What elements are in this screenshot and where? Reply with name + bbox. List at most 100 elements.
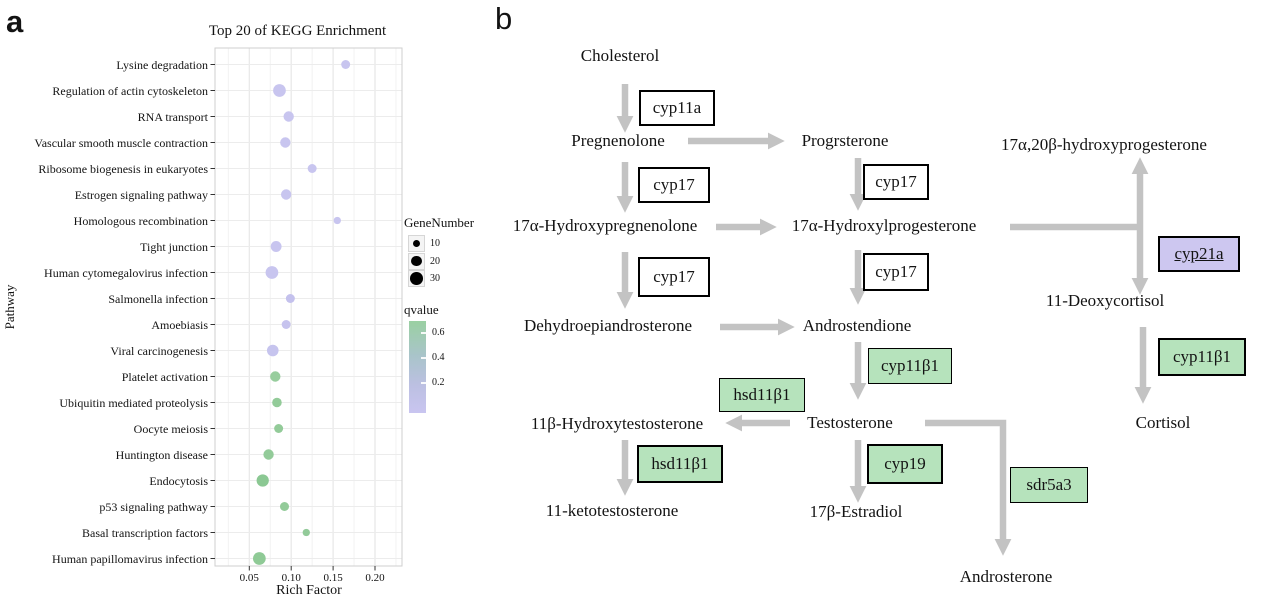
- legend-size-dot: [411, 255, 422, 267]
- compound-label: 11-ketotestosterone: [545, 501, 679, 520]
- qvalue-tick-label: 0.2: [432, 377, 445, 388]
- enzyme-box: cyp11β1: [868, 348, 952, 384]
- chart-dots: [253, 60, 351, 565]
- chart-dot: [273, 84, 286, 97]
- enzyme-label: cyp17: [875, 172, 917, 191]
- y-axis-tick-label: Tight junction: [140, 239, 208, 254]
- y-axis-tick-label: Human cytomegalovirus infection: [44, 265, 208, 280]
- compound-label: Androstendione: [802, 316, 912, 335]
- chart-dot: [270, 241, 282, 252]
- y-axis-tick-label: Regulation of actin cytoskeleton: [52, 83, 208, 98]
- compound-label: Cholesterol: [580, 46, 660, 65]
- enzyme-box: hsd11β1: [637, 445, 723, 483]
- pathway-arrows: [616, 84, 1152, 556]
- y-axis-tick-label: Oocyte meiosis: [133, 421, 208, 436]
- compound-label: 11β-Hydroxytestosterone: [530, 414, 704, 433]
- chart-axis-ticks: [210, 64, 376, 571]
- legend-size-value: 30: [430, 273, 440, 284]
- x-axis-title: Rich Factor: [276, 583, 342, 598]
- enzyme-box: cyp17: [638, 167, 710, 203]
- y-axis-tick-label: Amoebiasis: [151, 317, 208, 332]
- chart-dot: [280, 137, 291, 148]
- legend-size-key: [408, 252, 425, 270]
- legend-size-dot: [410, 272, 423, 285]
- enzyme-box: cyp11β1: [1158, 338, 1246, 376]
- qvalue-tick-label: 0.6: [432, 327, 445, 338]
- y-axis-tick-label: Basal transcription factors: [82, 525, 208, 540]
- chart-dot: [280, 189, 292, 200]
- enzyme-label: cyp11a: [652, 98, 702, 117]
- chart-title: Top 20 of KEGG Enrichment: [208, 23, 387, 39]
- compound-label: Dehydroepiandrosterone: [523, 316, 693, 335]
- chart-dot: [270, 371, 281, 382]
- chart-dot: [281, 320, 291, 329]
- enzyme-label: hsd11β1: [733, 385, 791, 404]
- chart-dot: [266, 344, 279, 357]
- enzyme-box: cyp19: [867, 444, 943, 484]
- chart-dot: [265, 266, 279, 279]
- enzyme-box: cyp17: [863, 164, 929, 200]
- enzyme-label: cyp11β1: [880, 356, 940, 375]
- chart-dot: [274, 424, 284, 433]
- chart-dot: [253, 552, 266, 565]
- legend-size-value: 10: [430, 238, 440, 249]
- compound-label: Cortisol: [1135, 413, 1191, 432]
- enzyme-label: cyp19: [884, 454, 926, 473]
- enzyme-label: cyp17: [653, 175, 695, 194]
- legend-size-key: [408, 235, 425, 252]
- qvalue-gradient-bar: [409, 321, 426, 413]
- compound-label: 17α-Hydroxypregnenolone: [512, 216, 698, 235]
- enzyme-label: cyp17: [653, 267, 695, 286]
- chart-dot: [280, 502, 289, 511]
- enzyme-label: cyp11β1: [1172, 347, 1232, 366]
- enzyme-label: cyp21a: [1174, 244, 1224, 263]
- y-axis-tick-label: p53 signaling pathway: [99, 499, 208, 514]
- legend-size-key: [408, 270, 425, 287]
- chart-gridlines: [214, 47, 403, 567]
- enzyme-box: cyp17: [638, 257, 710, 297]
- y-axis-tick-label: Homologous recombination: [73, 213, 208, 228]
- legend-size-title: GeneNumber: [404, 215, 475, 230]
- compound-label: Progrsterone: [801, 131, 889, 150]
- enzyme-label: sdr5a3: [1026, 475, 1072, 494]
- y-axis-tick-label: Platelet activation: [121, 369, 208, 384]
- y-axis-tick-label: Huntington disease: [115, 447, 208, 462]
- x-axis-tick-label: 0.15: [323, 572, 343, 584]
- y-axis-tick-label: Human papillomavirus infection: [52, 551, 208, 566]
- y-axis-tick-label: Lysine degradation: [116, 57, 208, 72]
- chart-dot: [263, 449, 274, 460]
- enzyme-label: hsd11β1: [651, 454, 709, 473]
- compound-label: 11-Deoxycortisol: [1045, 291, 1165, 310]
- chart-dot: [333, 216, 341, 225]
- legend-size-dot: [412, 239, 421, 248]
- enzyme-label: cyp17: [875, 262, 917, 281]
- compound-label: 17α-Hydroxylprogesterone: [791, 216, 977, 235]
- chart-dot: [272, 397, 282, 408]
- y-axis-tick-label: Salmonella infection: [108, 291, 208, 306]
- y-axis-tick-label: RNA transport: [137, 109, 208, 124]
- chart-dot: [341, 60, 351, 69]
- chart-dot: [285, 294, 295, 303]
- x-axis-tick-label: 0.10: [281, 572, 301, 584]
- enzyme-box: cyp21a: [1158, 236, 1240, 272]
- chart-dot: [307, 164, 317, 173]
- x-axis-tick-label: 0.05: [239, 572, 259, 584]
- y-axis-tick-label: Vascular smooth muscle contraction: [34, 135, 208, 150]
- x-axis-tick-label: 0.20: [365, 572, 385, 584]
- chart-dot: [283, 111, 294, 122]
- qvalue-tick-label: 0.4: [432, 352, 445, 363]
- panel-b-label: b: [495, 1, 513, 36]
- compound-label: Androsterone: [959, 567, 1053, 586]
- legend-color-title: qvalue: [404, 302, 439, 317]
- legend-size-value: 20: [430, 255, 440, 267]
- compound-label: 17β-Estradiol: [809, 502, 903, 521]
- enzyme-box: cyp11a: [639, 90, 715, 126]
- enzyme-box: cyp17: [863, 253, 929, 291]
- compound-label: Testosterone: [807, 413, 893, 432]
- compound-label: Pregnenolone: [571, 131, 665, 150]
- pathway-arrow-testosterone-to-androsterone: [925, 419, 1012, 556]
- y-axis-tick-label: Ubiquitin mediated proteolysis: [59, 395, 208, 410]
- chart-dot: [302, 528, 310, 537]
